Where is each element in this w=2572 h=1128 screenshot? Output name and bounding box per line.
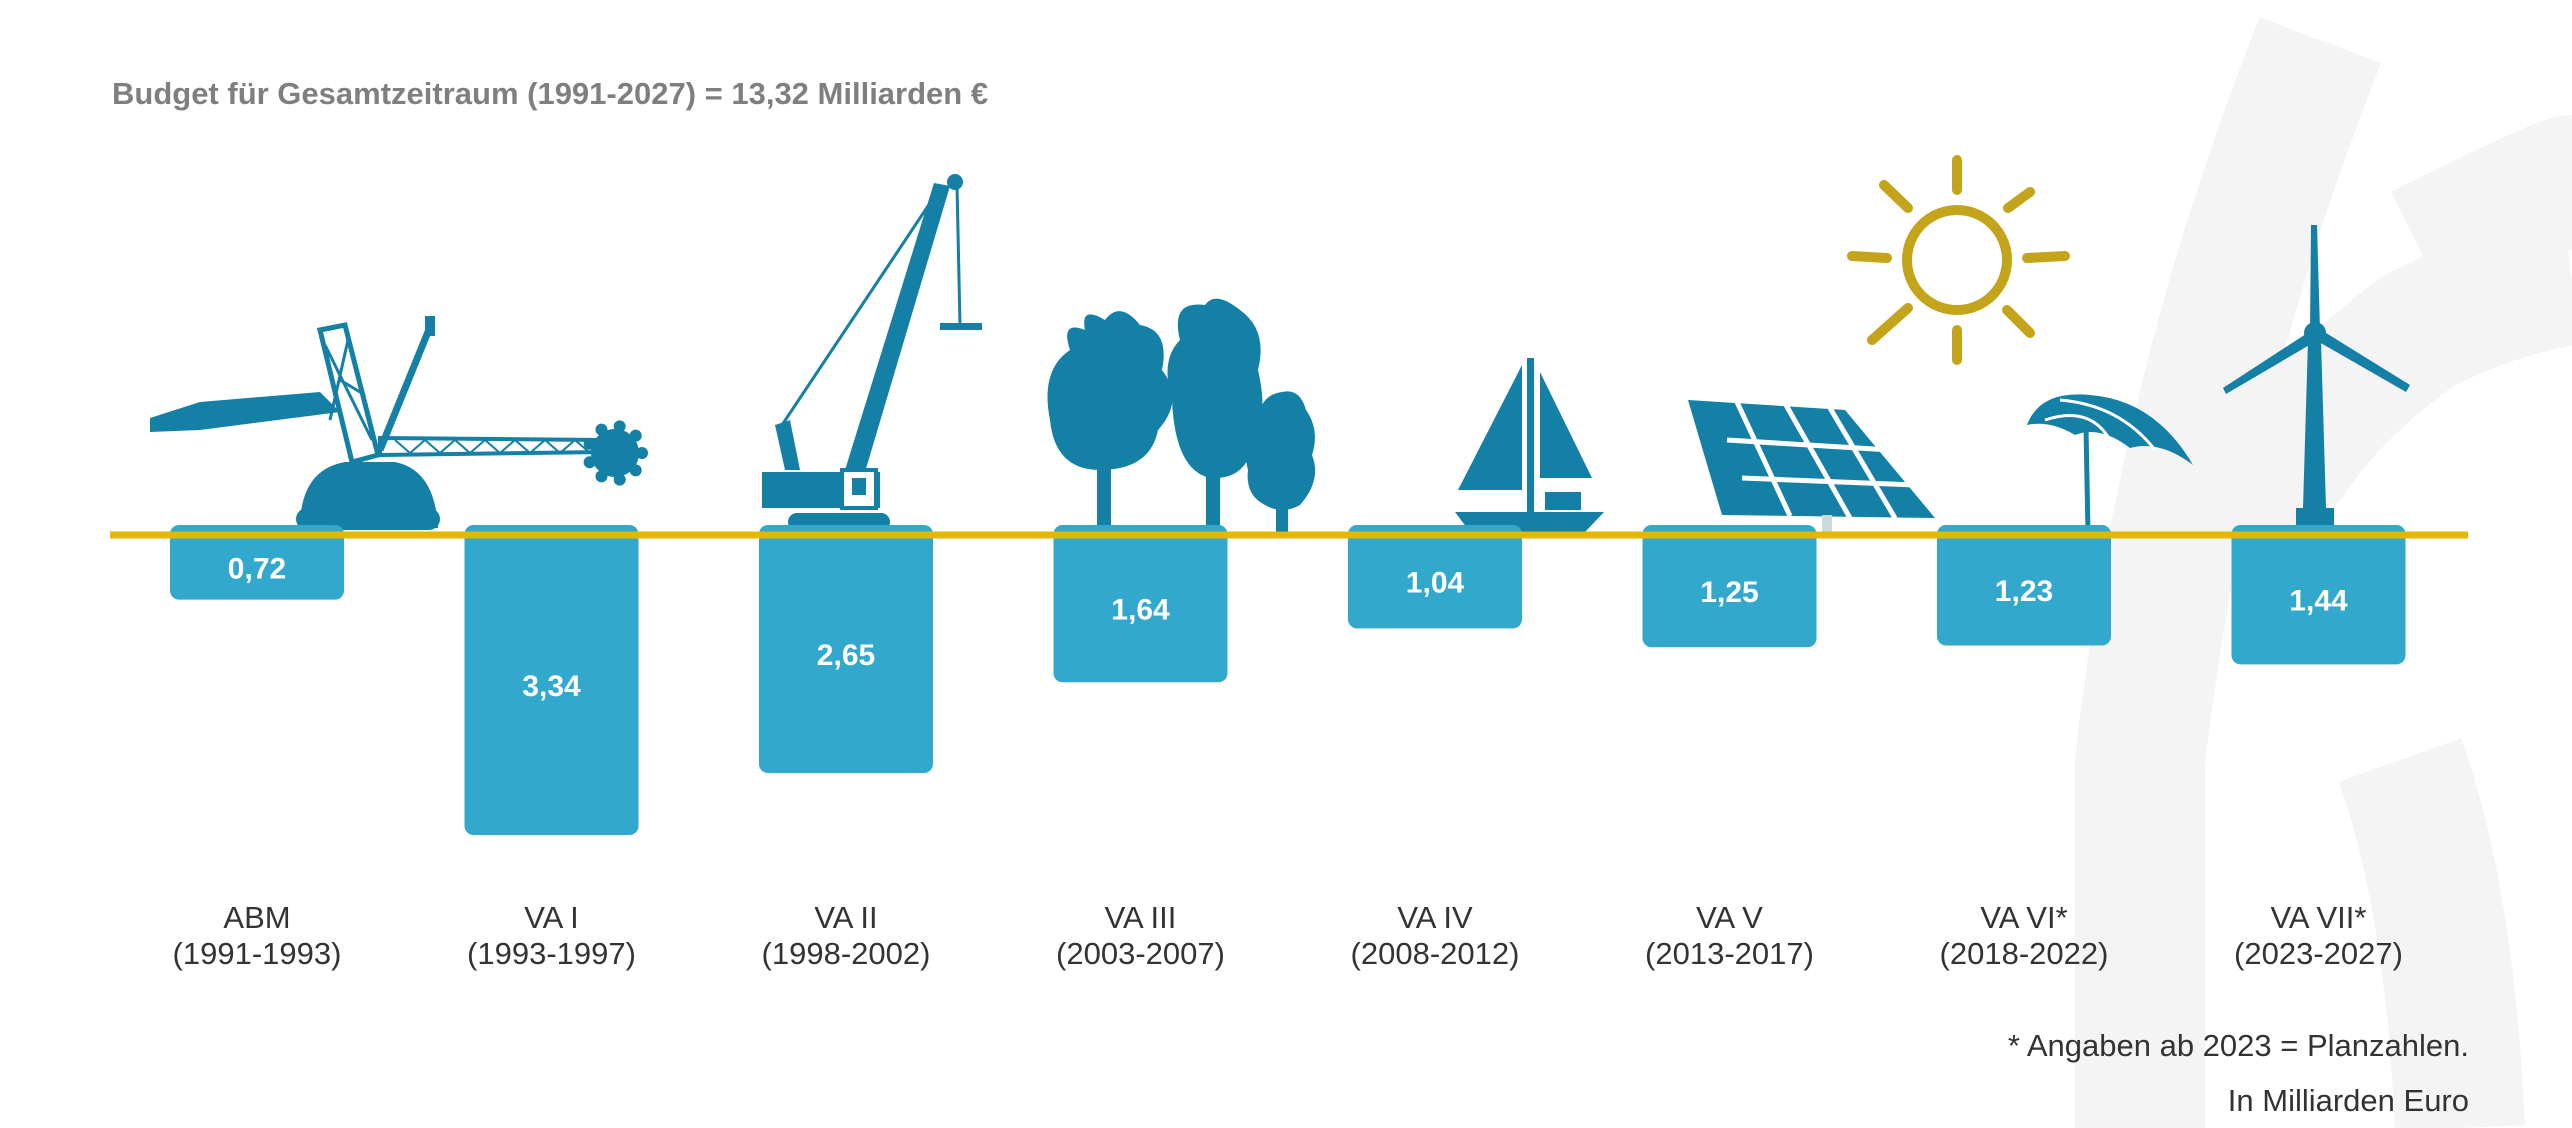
crawler-crane-icon [762,174,982,531]
sun-icon [1847,155,2070,365]
period-label: (2013-2017) [1645,936,1814,971]
period-label: (2018-2022) [1940,936,2109,971]
solar-panel-icon [1688,400,1935,533]
period-label: (2023-2027) [2234,936,2403,971]
bar-value-label: 1,64 [1111,594,1170,627]
bar-5 [1348,525,1522,629]
bar-3 [759,525,933,774]
bar-value-label: 1,23 [1995,575,2053,608]
bar-value-label: 0,72 [228,552,286,585]
period-label: (2008-2012) [1351,936,1520,971]
footnote: * Angaben ab 2023 = Planzahlen. [2007,1028,2469,1063]
bar-7 [1937,525,2111,646]
bar-value-label: 2,65 [817,639,875,672]
category-label: VA III [1105,900,1177,935]
bars-layer [170,525,2406,835]
period-label: (1998-2002) [762,936,931,971]
watermark-logo-icon [2075,17,2572,1128]
bar-2 [464,525,639,835]
bucket-wheel-excavator-icon [150,316,648,530]
bar-value-label: 1,25 [1700,576,1758,609]
bar-4 [1053,525,1228,683]
category-label: VA VII* [2271,900,2367,935]
bar-1 [170,525,344,600]
period-label: (1991-1993) [173,936,342,971]
category-label: VA I [524,900,579,935]
category-label: VA VI* [1980,900,2067,935]
chart-title: Budget für Gesamtzeitraum (1991-2027) = … [112,76,989,111]
category-label: VA II [814,900,877,935]
bar-8 [2231,525,2406,665]
bar-value-label: 3,34 [522,670,581,703]
beach-umbrella-icon [2027,394,2193,533]
category-label: VA V [1696,900,1763,935]
bar-value-label: 1,04 [1406,567,1465,600]
category-label: ABM [223,900,290,935]
unit-note: In Milliarden Euro [2227,1083,2469,1118]
bar-value-label: 1,44 [2289,585,2348,618]
category-label: VA IV [1397,900,1473,935]
period-label: (1993-1997) [467,936,636,971]
trees-icon [1047,298,1316,532]
sailboat-icon [1455,358,1604,532]
icons-layer [150,155,2410,533]
bar-6 [1642,525,1817,648]
period-label: (2003-2007) [1056,936,1225,971]
